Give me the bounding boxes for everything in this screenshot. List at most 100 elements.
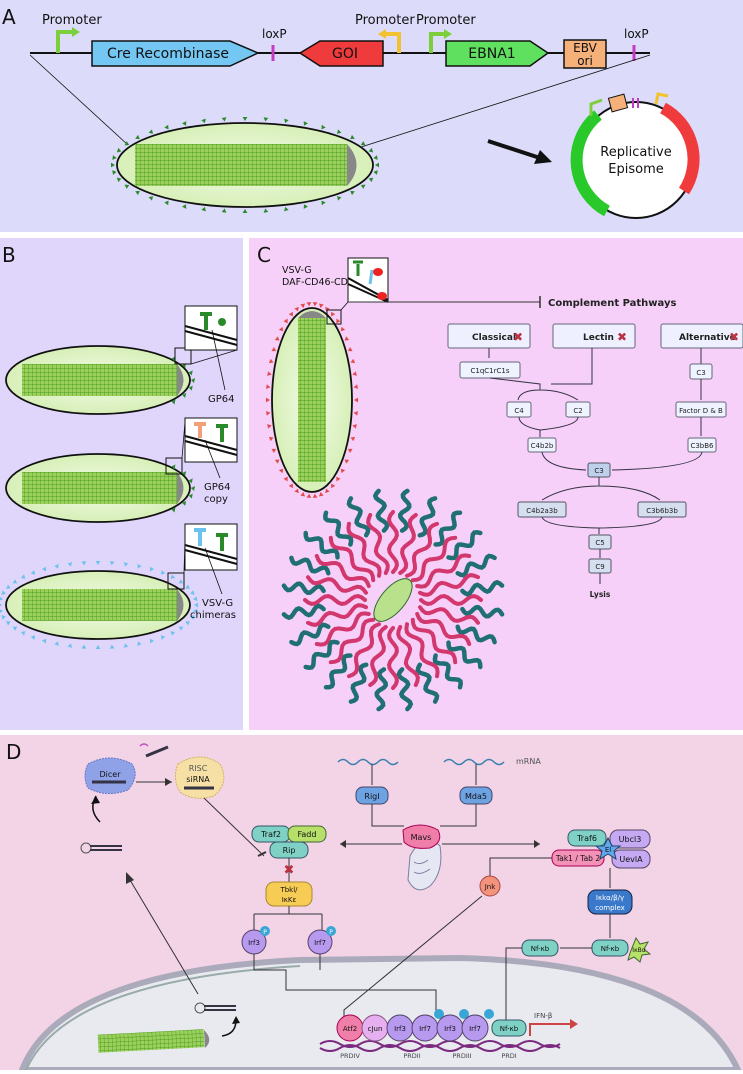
- gp64-label: GP64: [208, 394, 235, 405]
- tbk1-label: Tbkl/: [279, 886, 298, 894]
- rigi-label: RigI: [364, 792, 379, 801]
- virion-nucleus: [97, 1029, 210, 1053]
- traf6-complex: Traf6 Ubcl3 Tak1 / Tab 2 UevlA El: [551, 829, 651, 869]
- episome-label-1: Replicative: [600, 145, 671, 160]
- dicer-complex: Dicer: [84, 757, 136, 794]
- panel-d-letter: D: [6, 740, 21, 764]
- virion-gp64-copy: [5, 453, 195, 523]
- traf2-complex: Traf2 Fadd Rip: [251, 825, 327, 859]
- ifnb-label: IFN-β: [534, 1012, 552, 1020]
- daf-zoom-inset: [347, 257, 389, 303]
- mavs-label: Mavs: [411, 833, 432, 842]
- promoter-1-label: Promoter: [42, 13, 102, 28]
- promoter-2-icon: [378, 29, 401, 53]
- ori-label: ori: [577, 54, 593, 68]
- c4-label: C4: [514, 407, 524, 415]
- promoter-2-label: Promoter: [355, 13, 415, 28]
- mrna-label: mRNA: [516, 757, 541, 766]
- gp64-copy-label-1: GP64: [204, 482, 231, 493]
- zoom-box-3: [167, 572, 185, 590]
- panel-c: C VSV-G DAF-CD46-CD59 Complement Pathway…: [249, 238, 743, 730]
- mrna-strand: [443, 758, 505, 766]
- panel-d: D Dicer RISC siRNA m: [0, 735, 743, 1073]
- promoter-irf3-a: Irf3: [394, 1025, 406, 1033]
- daf-spikes: [266, 302, 358, 498]
- goi-gene: [298, 40, 384, 67]
- blocked-x-icon: ✖: [729, 330, 739, 344]
- promoter-irf7-a: Irf7: [419, 1025, 431, 1033]
- ikb-label: IκBα: [632, 947, 645, 954]
- transition-arrow: [487, 139, 541, 160]
- vsvg-label-1: VSV-G: [202, 598, 233, 609]
- lysis-label: Lysis: [590, 590, 611, 599]
- ubcl3-label: Ubcl3: [619, 835, 642, 844]
- vsvg-zoom-inset: [184, 523, 238, 571]
- promoter-3-label: Promoter: [416, 13, 476, 28]
- c5-label: C5: [595, 539, 604, 547]
- prdi-label: PRDI: [501, 1052, 516, 1060]
- zoom-box-2: [165, 457, 183, 475]
- gp64-spikes-b1: [171, 356, 195, 405]
- ikke-label: IκKε: [282, 896, 297, 904]
- complement-flow: Classical ✖ Lectin ✖ Alternative ✖ C1qC1…: [447, 323, 743, 599]
- traf6-label: Traf6: [576, 834, 597, 843]
- vsvg-daf-label-1: VSV-G: [282, 265, 312, 276]
- c3-alt-label: C3: [696, 369, 705, 377]
- risc-complex: RISC siRNA: [174, 756, 225, 799]
- virion-gp64: [5, 345, 195, 415]
- gp64-spikes-a: [111, 117, 379, 213]
- zoom-box-1: [174, 347, 192, 365]
- virion-vertical: [266, 302, 358, 498]
- prdii-label: PRDII: [403, 1052, 420, 1060]
- c3-label: C3: [594, 467, 603, 475]
- gp64-spikes-b2: [171, 464, 195, 513]
- promoter-irf7-b: Irf7: [469, 1025, 481, 1033]
- c2-label: C2: [573, 407, 582, 415]
- promoter-1-icon: [56, 27, 80, 53]
- atf2-label: Atf2: [343, 1025, 357, 1033]
- c9-label: C9: [595, 563, 604, 571]
- episome-label-2: Episome: [608, 162, 663, 177]
- shrna-hairpin-nucleus: [194, 1002, 236, 1014]
- ikk-complex-label-1: Iκkα/β/γ: [596, 894, 624, 902]
- ebna1-gene: [445, 40, 550, 67]
- panel-b-letter: B: [2, 243, 16, 267]
- shrna-hairpin: [80, 842, 122, 854]
- prdiii-label: PRDIII: [452, 1052, 471, 1060]
- c4b2b-label: C4b2b: [531, 442, 554, 450]
- c4b2a3b-label: C4b2a3b: [526, 507, 558, 515]
- loxp-1-label: loxP: [262, 27, 287, 41]
- traf2-label: Traf2: [260, 830, 281, 839]
- c1q-label: C1qC1rC1s: [471, 367, 510, 375]
- panel-a: A Promoter Cre Recombinase loxP GOI Prom…: [0, 0, 743, 232]
- phospho-label: P: [329, 929, 333, 936]
- jnk-label: Jnk: [484, 883, 497, 891]
- blocked-x-icon: ✖: [284, 863, 295, 878]
- panel-a-letter: A: [2, 5, 16, 29]
- zoom-line-left: [29, 54, 129, 146]
- prdiv-label: PRDIV: [340, 1052, 360, 1060]
- mda5-label: Mda5: [465, 792, 487, 801]
- promoter-nfkb: Nf-κb: [500, 1025, 519, 1033]
- ifnb-enhanceosome: Atf2 cJun Irf3 Irf7 Irf3 Irf7 Nf-κb IFN-…: [319, 1009, 578, 1060]
- loxp-2-label: loxP: [624, 27, 649, 41]
- goi-label: GOI: [332, 46, 358, 62]
- nfkb-label-1: Nf-κb: [601, 945, 620, 953]
- lectin-label: Lectin: [583, 333, 614, 343]
- baculovirus-virion-a: [111, 117, 379, 213]
- nfkb-label-2: Nf-κb: [531, 945, 550, 953]
- sirna-label: siRNA: [186, 775, 210, 784]
- c3b6b3b-label: C3b6b3b: [646, 507, 678, 515]
- dicer-label: Dicer: [100, 770, 122, 779]
- rna-strand: [337, 758, 399, 766]
- irf3-label: Irf3: [248, 939, 260, 947]
- factor-db-label: Factor D & B: [679, 407, 723, 415]
- el-label: El: [605, 846, 611, 854]
- gp64-copy-zoom-inset: [184, 417, 238, 463]
- vsvg-daf-label-2: DAF-CD46-CD59: [282, 277, 360, 288]
- c3bb6-label: C3bB6: [690, 442, 714, 450]
- fadd-label: Fadd: [298, 830, 317, 839]
- ebna1-label: EBNA1: [468, 46, 515, 62]
- promoter-3-icon: [429, 29, 452, 53]
